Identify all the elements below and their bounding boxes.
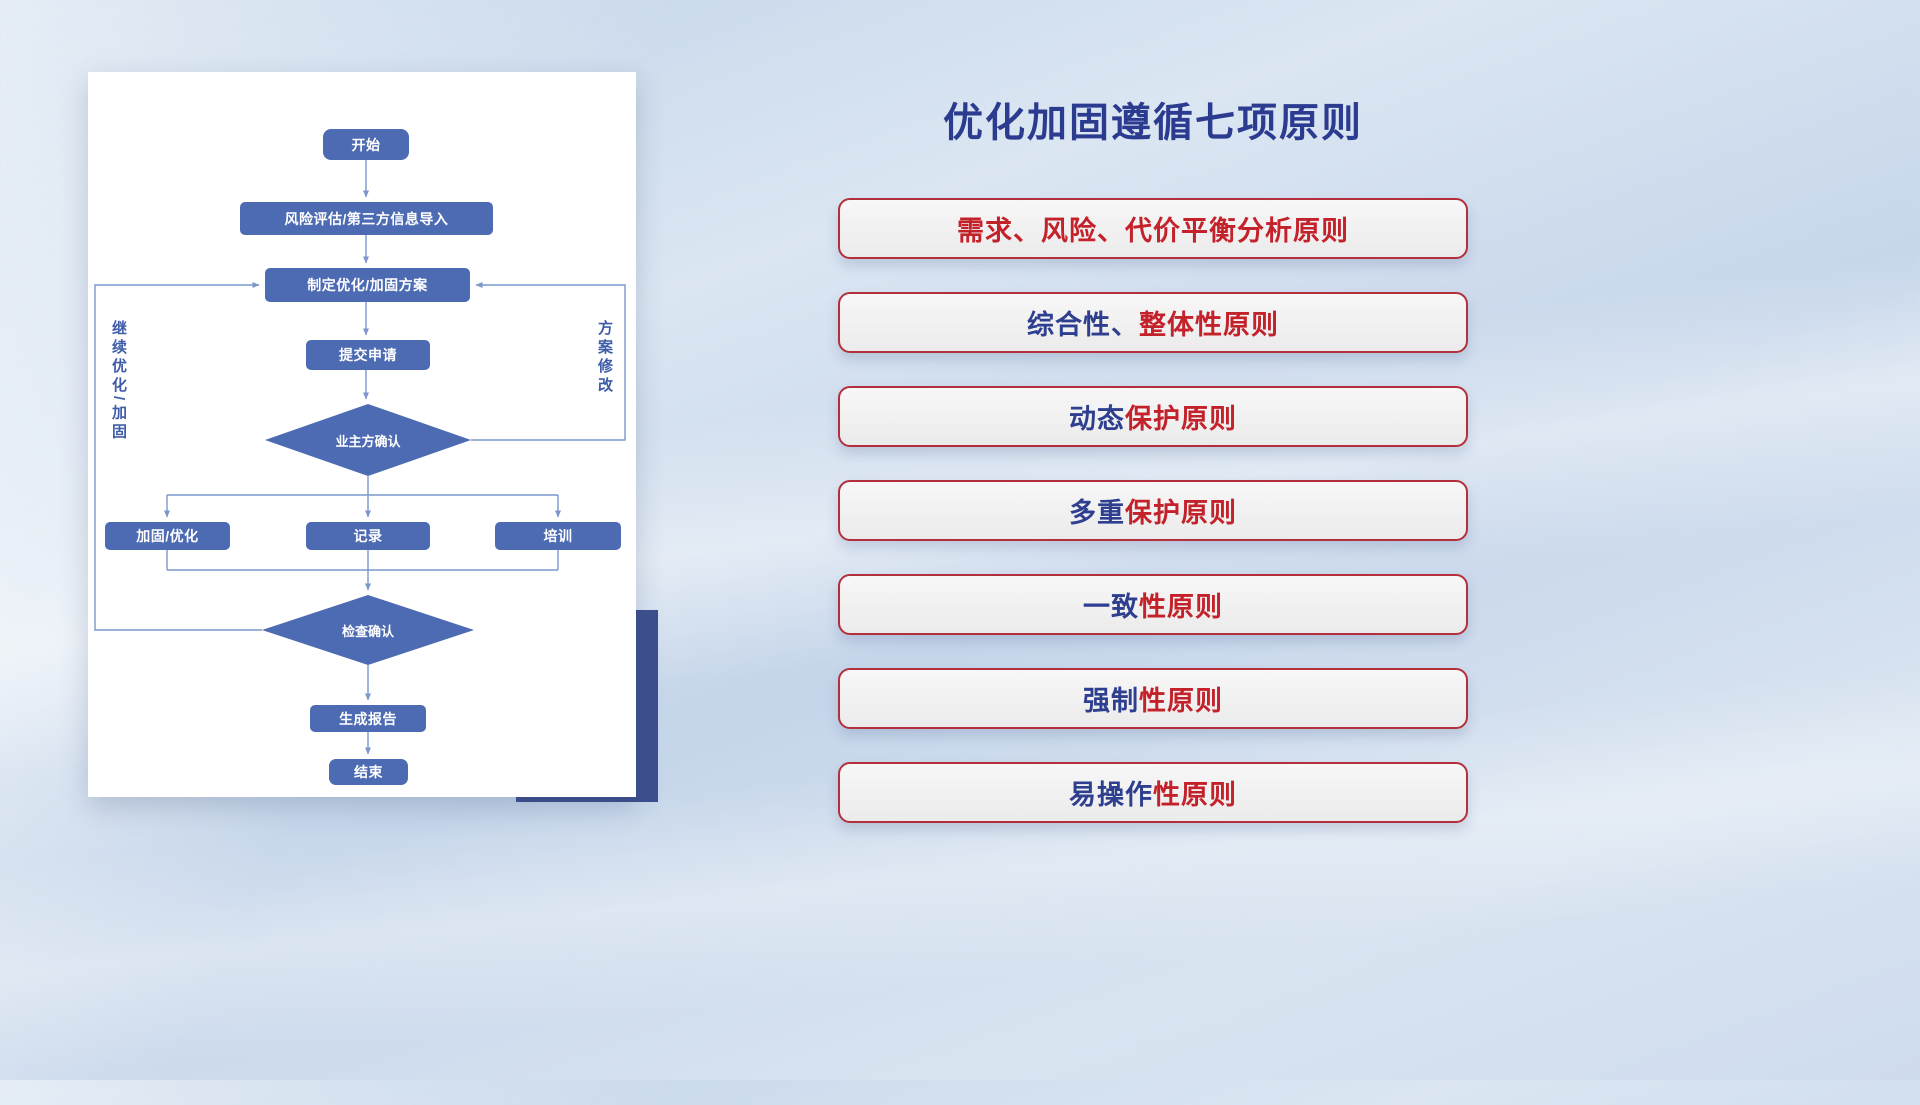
loop-label-continue-optimize: 继续优化/加固: [110, 320, 127, 443]
principle-item-2: 综合性、整体性原则: [838, 292, 1468, 353]
principle-text-red: 整体性原则: [1139, 310, 1279, 340]
flowchart-card: 开始 风险评估/第三方信息导入 制定优化/加固方案 提交申请 业主方确认 加固/…: [88, 72, 636, 797]
principle-text-red: 性原则: [1153, 780, 1237, 810]
principle-text-navy: 综合性、: [1027, 310, 1139, 340]
principle-item-4: 多重保护原则: [838, 480, 1468, 541]
principle-item-3: 动态保护原则: [838, 386, 1468, 447]
node-submit-request: 提交申请: [306, 340, 430, 370]
flowchart-connectors: [94, 160, 626, 755]
principle-text-navy: 一致: [1083, 592, 1139, 622]
principle-text-red: 需求、风险、代价平衡分析原则: [957, 216, 1349, 246]
principle-item-5: 一致性原则: [838, 574, 1468, 635]
node-reinforce-optimize: 加固/优化: [105, 522, 230, 550]
principle-item-7: 易操作性原则: [838, 762, 1468, 823]
principles-list: 需求、风险、代价平衡分析原则 综合性、整体性原则 动态保护原则 多重保护原则 一…: [838, 198, 1468, 823]
principle-text-navy: 多重: [1069, 498, 1125, 528]
principle-text-navy: 动态: [1069, 404, 1125, 434]
node-make-plan: 制定优化/加固方案: [265, 268, 470, 302]
node-generate-report: 生成报告: [310, 705, 426, 732]
node-risk-import: 风险评估/第三方信息导入: [240, 202, 493, 235]
page-title: 优化加固遵循七项原则: [943, 101, 1363, 145]
principle-text-red: 性原则: [1139, 592, 1223, 622]
node-end: 结束: [329, 759, 408, 785]
principle-text-red: 保护原则: [1125, 498, 1237, 528]
principle-item-1: 需求、风险、代价平衡分析原则: [838, 198, 1468, 259]
principle-text-navy: 强制: [1083, 686, 1139, 716]
node-record: 记录: [306, 522, 430, 550]
principle-text-red: 保护原则: [1125, 404, 1237, 434]
principle-text-red: 性原则: [1139, 686, 1223, 716]
node-training: 培训: [495, 522, 621, 550]
loop-label-plan-revision: 方案修改: [596, 320, 613, 396]
node-start: 开始: [323, 129, 409, 160]
principle-text-navy: 易操作: [1069, 780, 1153, 810]
principle-item-6: 强制性原则: [838, 668, 1468, 729]
